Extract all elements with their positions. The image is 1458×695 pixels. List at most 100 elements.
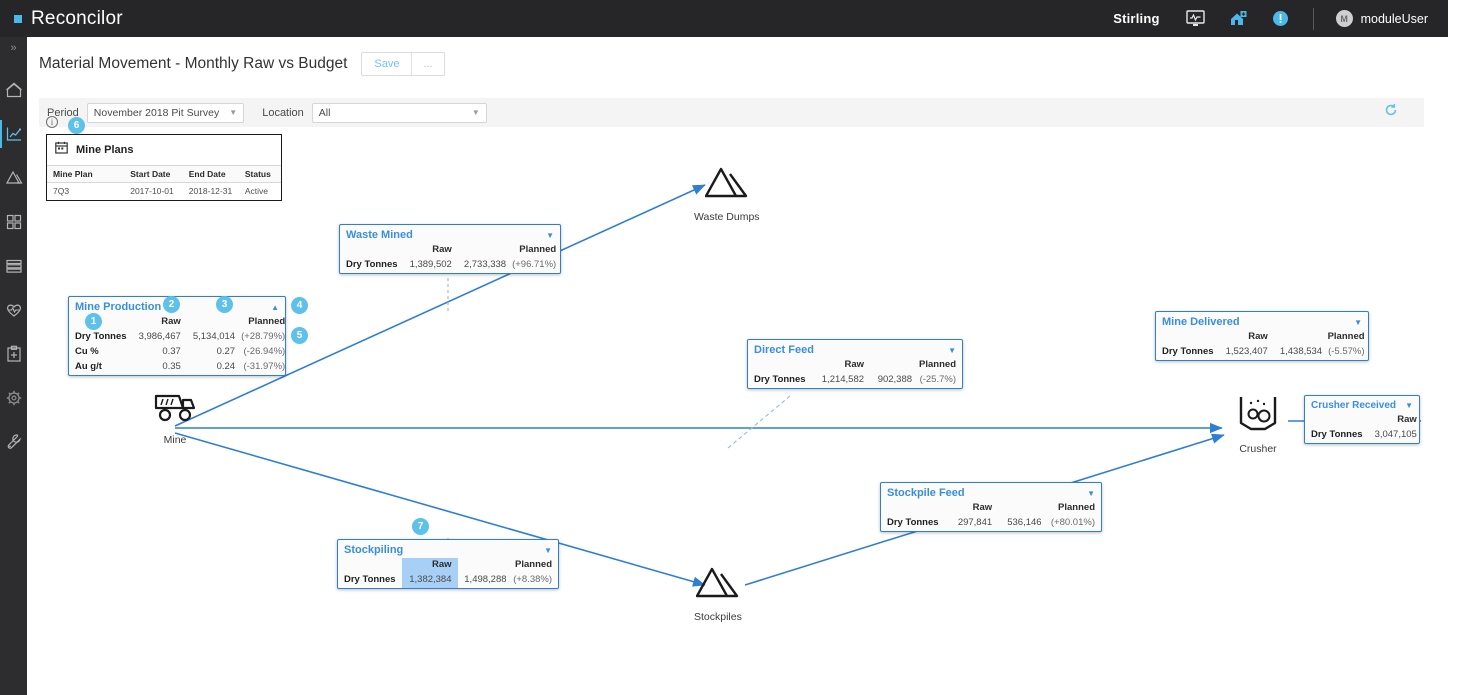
user-menu[interactable]: M moduleUser — [1335, 10, 1428, 27]
card-stockpile-feed[interactable]: Stockpile Feed ▼ Raw Planned Dry Tonnes … — [880, 482, 1102, 532]
grid-icon — [5, 213, 23, 231]
column-header-planned: Planned — [515, 559, 552, 570]
node-waste-dumps[interactable]: Waste Dumps — [694, 165, 760, 223]
left-rail: » — [0, 37, 27, 695]
node-stockpiles[interactable]: Stockpiles — [694, 565, 742, 623]
gear-icon — [5, 389, 23, 407]
column-header-raw[interactable]: Raw — [402, 558, 458, 573]
cell-raw: 0.35 — [162, 361, 181, 372]
mine-plans-info-row: i — [46, 116, 58, 128]
table-row: Dry Tonnes 3,047,105 — [1305, 428, 1423, 443]
sidebar-item-tools[interactable] — [0, 420, 27, 464]
filter-bar: Period November 2018 Pit Survey ▼ Locati… — [39, 98, 1424, 127]
brand[interactable]: Reconcilor — [14, 8, 123, 30]
cell-planned: 536,146 — [1007, 517, 1042, 528]
table-waste-mined: Raw Planned Dry Tonnes 1,389,502 2,733,3… — [340, 243, 562, 273]
location-select[interactable]: All ▼ — [311, 102, 487, 123]
column-header-blank — [748, 358, 814, 373]
card-waste-mined[interactable]: Waste Mined ▼ Raw Planned Dry Tonnes 1,3… — [339, 224, 561, 274]
home-add-icon[interactable] — [1229, 10, 1248, 27]
table-row: Dry Tonnes 297,841 536,146 (+80.01%) — [881, 516, 1101, 531]
home-icon — [5, 81, 23, 99]
brand-name: Reconcilor — [31, 7, 123, 29]
rail-collapse-toggle[interactable]: » — [10, 42, 17, 54]
card-stockpiling[interactable]: Stockpiling ▼ Raw Planned Dry Tonnes 1,3… — [337, 539, 559, 589]
card-direct-feed[interactable]: Direct Feed ▼ Raw Planned Dry Tonnes 1,2… — [747, 339, 963, 389]
info-icon[interactable]: i — [46, 116, 58, 128]
sidebar-item-home[interactable] — [0, 68, 27, 112]
badge-5: 5 — [291, 327, 308, 344]
cell-status: Active — [244, 186, 269, 196]
expand-caret-icon[interactable]: ▼ — [1405, 401, 1413, 410]
cell-delta: (+96.71%) — [512, 259, 557, 270]
more-options-button[interactable]: ... — [412, 52, 444, 75]
expand-caret-icon[interactable]: ▼ — [544, 545, 552, 555]
card-header-mine-delivered: Mine Delivered ▼ — [1156, 312, 1368, 330]
table-stockpile-feed: Raw Planned Dry Tonnes 297,841 536,146 (… — [881, 501, 1101, 531]
location-value: All — [318, 106, 331, 119]
info-circle-icon[interactable] — [1272, 10, 1289, 27]
mine-plans-table: Mine Plan Start Date End Date Status 7Q3… — [47, 165, 281, 200]
period-label: Period — [47, 106, 79, 119]
cell-raw: 3,986,467 — [138, 331, 181, 342]
column-header-mine-plan: Mine Plan — [47, 165, 125, 183]
heartbeat-icon — [5, 301, 23, 319]
table-mine-delivered: Raw Planned Dry Tonnes 1,523,407 1,438,5… — [1156, 330, 1371, 360]
sidebar-item-health[interactable] — [0, 288, 27, 332]
refresh-button[interactable] — [1384, 103, 1398, 122]
connector-direct-feed — [727, 395, 791, 449]
expand-caret-icon[interactable]: ▼ — [546, 230, 554, 240]
card-title: Direct Feed — [754, 344, 814, 356]
badge-1: 1 — [85, 313, 102, 330]
expand-caret-icon[interactable]: ▼ — [1354, 317, 1362, 327]
period-select[interactable]: November 2018 Pit Survey ▼ — [86, 102, 245, 123]
table-row[interactable]: 7Q3 2017-10-01 2018-12-31 Active — [47, 183, 281, 201]
column-header-raw: Raw — [1397, 414, 1417, 425]
tenant-name: Stirling — [1113, 11, 1160, 26]
card-mine-delivered[interactable]: Mine Delivered ▼ Raw Planned Dry Tonnes … — [1155, 311, 1369, 361]
collapse-caret-icon[interactable]: ▲ — [271, 302, 279, 312]
cell-raw: 297,841 — [957, 517, 993, 528]
sidebar-item-reports[interactable] — [0, 332, 27, 376]
cell-delta: (-31.97%) — [243, 361, 286, 372]
row-label: Cu % — [75, 346, 99, 357]
wrench-icon — [5, 433, 23, 451]
column-header-raw: Raw — [844, 359, 865, 370]
node-mine[interactable]: Mine — [152, 390, 198, 446]
expand-caret-icon[interactable]: ▼ — [1087, 488, 1095, 498]
sidebar-item-layers[interactable] — [0, 244, 27, 288]
card-crusher-received[interactable]: Crusher Received ▼ Raw Dry Tonnes 3,047,… — [1304, 395, 1420, 444]
table-stockpiling: Raw Planned Dry Tonnes 1,382,384 1,498,2… — [338, 558, 558, 588]
layers-icon — [5, 257, 23, 275]
save-button[interactable]: Save — [362, 52, 413, 75]
column-header-blank — [1305, 413, 1369, 428]
node-label-stockpiles: Stockpiles — [694, 611, 742, 623]
table-row: Dry Tonnes 1,389,502 2,733,338 (+96.71%) — [340, 258, 562, 273]
table-direct-feed: Raw Planned Dry Tonnes 1,214,582 902,388… — [748, 358, 962, 388]
cell-raw[interactable]: 1,382,384 — [402, 573, 458, 588]
table-row: Dry Tonnes 1,382,384 1,498,288 (+8.38%) — [338, 573, 558, 588]
row-label: Dry Tonnes — [1162, 346, 1214, 357]
column-header-raw: Raw — [1248, 331, 1268, 342]
column-header-planned: Planned — [248, 316, 286, 327]
column-header-raw: Raw — [972, 502, 993, 513]
sidebar-item-stockpiles[interactable] — [0, 156, 27, 200]
cell-raw: 1,523,407 — [1225, 346, 1268, 357]
column-header-status: Status — [238, 165, 281, 183]
cell-raw: 1,389,502 — [409, 259, 452, 270]
node-label-mine: Mine — [163, 434, 187, 446]
row-label: Dry Tonnes — [887, 517, 939, 528]
mine-plans-card: Mine Plans Mine Plan Start Date End Date… — [46, 134, 282, 201]
cell-delta: (+28.79%) — [241, 331, 286, 342]
cell-planned: 1,498,288 — [464, 574, 507, 585]
sidebar-item-settings[interactable] — [0, 376, 27, 420]
expand-caret-icon[interactable]: ▼ — [948, 345, 956, 355]
monitor-pulse-icon[interactable] — [1185, 10, 1205, 27]
badge-6: 6 — [68, 117, 85, 134]
card-title: Stockpiling — [344, 544, 404, 556]
sidebar-item-analytics[interactable] — [0, 112, 27, 156]
sidebar-item-modules[interactable] — [0, 200, 27, 244]
node-crusher[interactable]: Crusher — [1237, 395, 1279, 455]
node-label-crusher: Crusher — [1239, 443, 1277, 455]
user-name: moduleUser — [1360, 11, 1428, 26]
